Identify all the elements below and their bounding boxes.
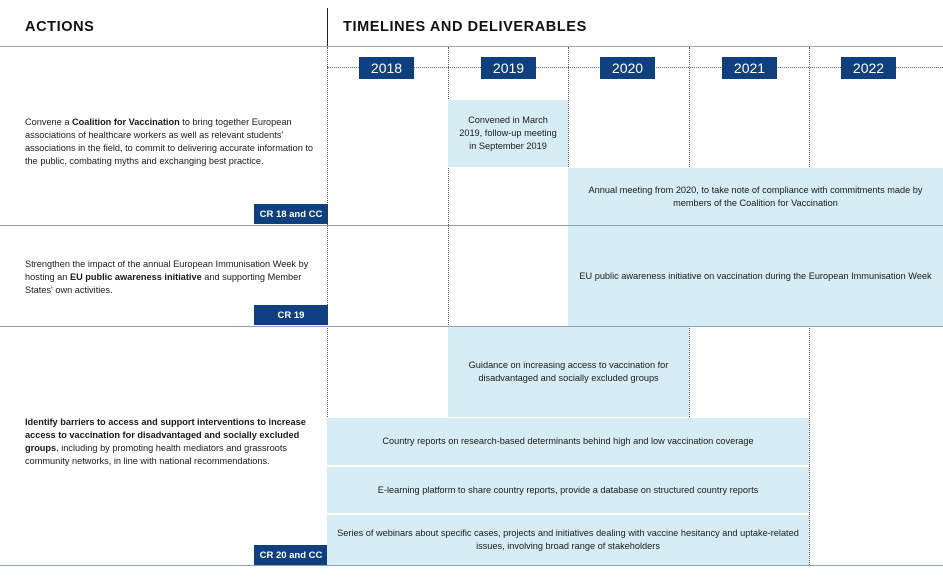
deliverable-elearning: E-learning platform to share country rep… <box>327 467 809 513</box>
header-rule <box>0 46 943 47</box>
header-separator <box>327 8 328 46</box>
code-badge: CR 19 <box>254 305 328 325</box>
cell-divider <box>327 513 809 515</box>
row-separator <box>0 326 943 327</box>
year-2022: 2022 <box>841 57 896 79</box>
actions-header: ACTIONS <box>25 19 95 35</box>
deliverable-country-reports: Country reports on research-based determ… <box>327 418 809 465</box>
year-2020: 2020 <box>600 57 655 79</box>
year-2019: 2019 <box>481 57 536 79</box>
row-separator <box>0 565 943 566</box>
deliverable-convened: Convened in March 2019, follow-up meetin… <box>448 100 568 167</box>
year-2018: 2018 <box>359 57 414 79</box>
action-public-awareness: Strengthen the impact of the annual Euro… <box>25 259 309 295</box>
code-badge: CR 20 and CC <box>254 545 328 565</box>
row-separator <box>0 225 943 226</box>
year-2021: 2021 <box>722 57 777 79</box>
action-coalition: Convene a Coalition for Vaccination to b… <box>25 117 314 166</box>
cell-divider <box>327 465 809 467</box>
deliverable-annual-meeting: Annual meeting from 2020, to take note o… <box>568 168 943 225</box>
column-guide <box>448 47 449 565</box>
code-badge: CR 18 and CC <box>254 204 328 224</box>
deliverable-eu-awareness: EU public awareness initiative on vaccin… <box>568 226 943 326</box>
deliverable-guidance: Guidance on increasing access to vaccina… <box>448 327 689 417</box>
timelines-header: TIMELINES AND DELIVERABLES <box>343 19 587 35</box>
action-barriers: Identify barriers to access and support … <box>25 417 306 466</box>
deliverable-webinars: Series of webinars about specific cases,… <box>327 515 809 565</box>
